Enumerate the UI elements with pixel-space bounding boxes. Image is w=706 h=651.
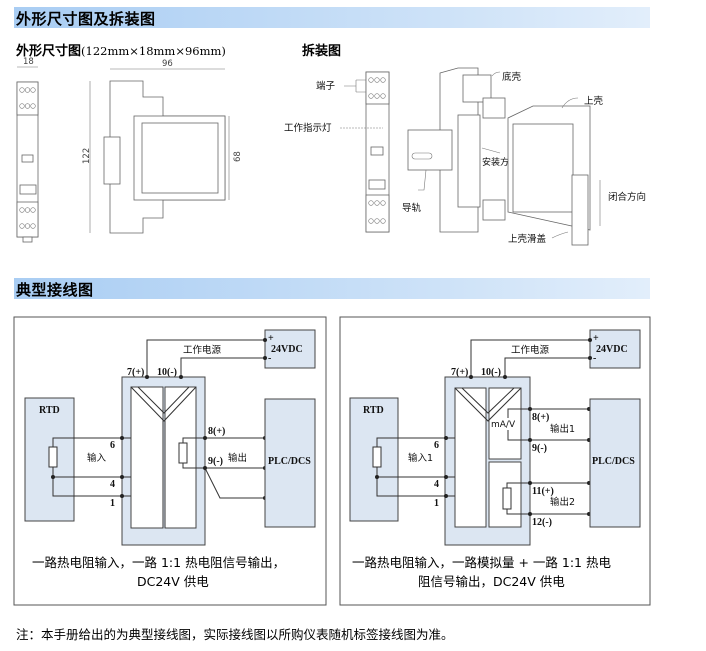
power-label: 24VDC: [271, 344, 303, 355]
terminal-10: 10(-): [481, 367, 501, 378]
rtd-box: [349, 397, 399, 522]
output1-label: 输出1: [550, 423, 575, 435]
label-indicator: 工作指示灯: [284, 122, 332, 134]
label-close-direction: 闭合方向: [608, 191, 646, 203]
diagram-caption: 一路热电阻输入，一路 1:1 热电阻信号输出，: [32, 555, 285, 570]
plc-label: PLC/DCS: [268, 456, 311, 467]
label-top-cover: 上壳滑盖: [508, 233, 547, 245]
terminal-6: 6: [434, 440, 439, 451]
terminal-11: 11(+): [532, 486, 554, 497]
power-supply-box: [264, 329, 316, 369]
terminal-4: 4: [110, 479, 115, 490]
output-resistor: [502, 487, 512, 510]
power-label: 24VDC: [596, 344, 628, 355]
plc-box: [264, 398, 316, 528]
diagram-caption: 阻信号输出，DC24V 供电: [418, 574, 565, 589]
terminal-1: 1: [110, 498, 115, 509]
power-supply-label: 工作电源: [183, 344, 222, 356]
label-rail: 导轨: [402, 202, 422, 214]
input-label: 输入: [87, 452, 107, 464]
mav-label: mA/V: [491, 420, 516, 430]
output-label: 输出: [228, 452, 247, 464]
section-title: 典型接线图: [16, 281, 94, 299]
rtd-label: RTD: [363, 405, 384, 416]
minus-sign: -: [593, 353, 596, 364]
terminal-4: 4: [434, 479, 439, 490]
footnote: 注：本手册给出的为典型接线图，实际接线图以所购仪表随机标签接线图为准。: [16, 627, 454, 642]
input-label: 输入1: [408, 452, 433, 464]
terminal-8: 8(+): [532, 412, 549, 423]
section-header-dimensions: 外形尺寸图及拆装图: [14, 7, 650, 28]
plus-sign: +: [593, 333, 599, 344]
diagram-caption: DC24V 供电: [137, 574, 209, 589]
terminal-6: 6: [110, 440, 115, 451]
rtd-resistor: [372, 446, 382, 468]
section-header-wiring: 典型接线图: [14, 278, 650, 299]
dimension-drawing: 18 96 122 68 端子 工作指示灯: [16, 57, 646, 246]
dim-window: 68: [233, 151, 243, 162]
terminal-7: 7(+): [127, 367, 144, 378]
label-terminal: 端子: [316, 80, 336, 92]
terminal-12: 12(-): [532, 517, 552, 528]
terminal-10: 10(-): [157, 367, 177, 378]
terminal-1: 1: [434, 498, 439, 509]
rtd-label: RTD: [39, 405, 60, 416]
terminal-8: 8(+): [208, 426, 225, 437]
dimension-title: 外形尺寸图: [16, 44, 82, 59]
power-supply-box: [589, 329, 641, 369]
section-title: 外形尺寸图及拆装图: [16, 10, 156, 28]
dimension-drawing-title: 外形尺寸图(122mm×18mm×96mm): [16, 40, 226, 59]
plc-box: [589, 398, 641, 528]
plus-sign: +: [268, 333, 274, 344]
terminal-9: 9(-): [532, 443, 547, 454]
terminal-7: 7(+): [451, 367, 468, 378]
dim-height: 122: [82, 148, 92, 164]
assembly-drawing-title: 拆装图: [302, 44, 342, 59]
power-supply-label: 工作电源: [511, 344, 550, 356]
output2-label: 输出2: [550, 496, 575, 508]
terminal-9: 9(-): [208, 456, 223, 467]
dim-depth: 96: [162, 59, 173, 69]
plc-label: PLC/DCS: [592, 456, 635, 467]
dim-width: 18: [23, 57, 34, 67]
diagram-caption: 一路热电阻输入，一路模拟量 + 一路 1:1 热电: [352, 555, 611, 570]
minus-sign: -: [268, 353, 271, 364]
label-bottom-shell: 底壳: [502, 71, 522, 83]
label-top-shell: 上壳: [584, 95, 604, 107]
dimension-size: (122mm×18mm×96mm): [81, 44, 226, 58]
